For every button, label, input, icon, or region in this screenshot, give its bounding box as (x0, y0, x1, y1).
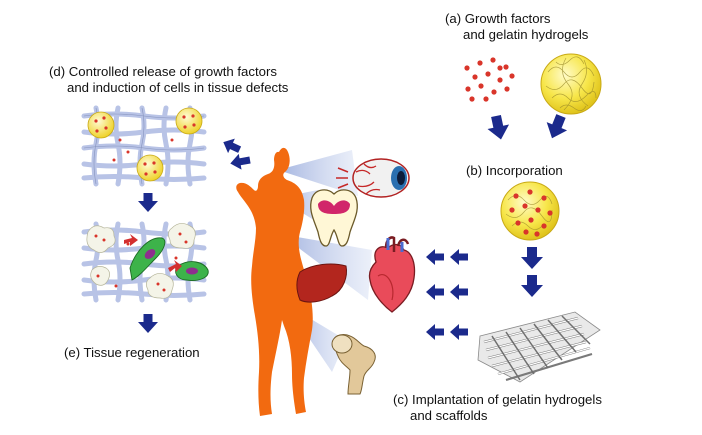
arrow-cells-to-e (138, 314, 158, 333)
label-tissue-regeneration: (e) Tissue regeneration (64, 345, 200, 360)
label-c-line1: (c) Implantation of gelatin hydrogels (393, 392, 602, 407)
loaded-hydrogel-sphere (500, 181, 560, 241)
eye-organ (336, 158, 410, 198)
mesh-hydrogel-spheres (87, 107, 203, 182)
degraded-hydrogel-fragments (86, 223, 196, 299)
arrows-to-organs (426, 249, 468, 340)
arrow-a-to-b-left (487, 114, 510, 140)
scaffold-lattice (477, 311, 601, 383)
label-d-line1: (d) Controlled release of growth factors (49, 64, 277, 79)
migrating-cells (129, 237, 209, 281)
label-incorporation: (b) Incorporation (466, 163, 563, 178)
heart-organ (368, 236, 416, 313)
gelatin-hydrogel-sphere (540, 53, 602, 115)
human-silhouette (236, 147, 313, 416)
label-controlled-release: (d) Controlled release of growth factors… (49, 64, 288, 96)
arrow-d-to-cells (138, 193, 158, 212)
liver-organ (296, 263, 347, 303)
label-c-line2: and scaffolds (410, 408, 488, 423)
arrow-b-to-c (521, 247, 543, 297)
cell-induction-mesh (81, 221, 209, 303)
chemotaxis-arrows (124, 234, 182, 272)
controlled-release-mesh (81, 105, 207, 187)
bone-organ (331, 333, 376, 395)
arrow-a-to-b-right (546, 114, 568, 139)
label-implantation: (c) Implantation of gelatin hydrogels an… (393, 392, 602, 424)
label-a-line2: and gelatin hydrogels (463, 27, 589, 42)
label-a-line1: (a) Growth factors (445, 11, 551, 26)
tooth-organ (310, 189, 358, 247)
arrows-body-to-d (223, 138, 251, 170)
growth-factor-particles (464, 57, 515, 102)
label-d-line2: and induction of cells in tissue defects (67, 80, 289, 95)
label-growth-factors: (a) Growth factors and gelatin hydrogels (445, 11, 588, 43)
